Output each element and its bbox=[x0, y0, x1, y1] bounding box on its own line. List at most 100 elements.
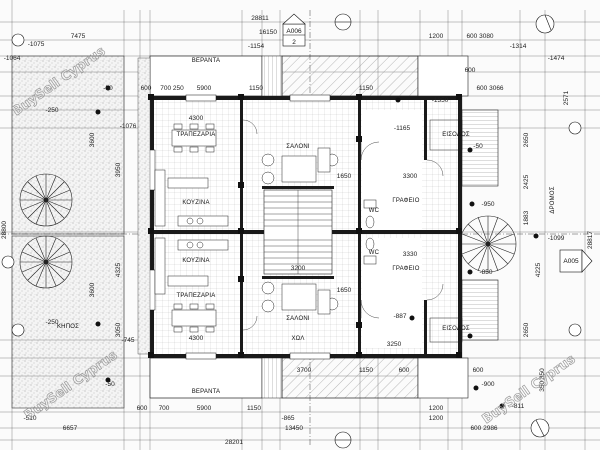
level-a: -50 bbox=[103, 85, 113, 92]
level-p: -510 bbox=[23, 415, 36, 422]
room-label-kouzina-top: ΚΟΥΖΙΝΑ bbox=[182, 200, 209, 206]
dim-bottom-f: 1150 bbox=[359, 367, 373, 374]
level-markers bbox=[95, 85, 539, 409]
room-label-eisodos-bottom: ΕΙΣΟΔΟΣ bbox=[442, 326, 470, 332]
room-width-4: 3300 bbox=[403, 173, 418, 180]
room-label-grafeio-bottom: ΓΡΑΦΕΙΟ bbox=[392, 266, 419, 272]
section-tag-right bbox=[559, 249, 593, 273]
side-right-3: 1883 bbox=[523, 210, 530, 225]
dim-top-right-b: 600 3080 bbox=[466, 33, 493, 40]
room-height-1: 1650 bbox=[337, 173, 352, 180]
kitchen-counter-top bbox=[154, 169, 229, 227]
dim-top-offset: -1154 bbox=[248, 43, 265, 50]
room-label-wc-top: WC bbox=[369, 208, 380, 214]
room-label-saloni-bottom: ΣΑΛΟΝΙ bbox=[286, 316, 310, 322]
level-o: -811 bbox=[512, 403, 525, 410]
left-planters bbox=[137, 57, 151, 355]
dim-left-edge: -1064 bbox=[4, 55, 21, 62]
kitchen-counter-bottom bbox=[154, 237, 229, 295]
side-left-1: 3600 bbox=[89, 132, 96, 147]
level-l: -745 bbox=[121, 337, 134, 344]
room-label-veranta-bottom: ΒΕΡΑΝΤΑ bbox=[192, 389, 221, 395]
dim-row2-e: 1150 bbox=[359, 85, 373, 92]
bottom-terrace bbox=[149, 357, 469, 399]
wc-fixtures bbox=[363, 199, 377, 265]
room-label-dromos: ΔΡΟΜΟΣ bbox=[550, 186, 556, 213]
watermark-bottom-right: BuySell Cyprus bbox=[480, 352, 579, 428]
side-left-3: 3600 bbox=[89, 282, 96, 297]
room-label-saloni-top: ΣΑΛΟΝΙ bbox=[286, 144, 310, 150]
room-width-3: 3200 bbox=[291, 265, 306, 272]
section-tag-top-number: 2 bbox=[292, 39, 296, 46]
level-g: -950 bbox=[481, 201, 494, 208]
level-i: -887 bbox=[393, 313, 406, 320]
dim-bottom-e: 3700 bbox=[297, 367, 312, 374]
dim-overall-bottom: 28201 bbox=[225, 439, 243, 446]
dim-bottom-c: 5900 bbox=[197, 405, 212, 412]
tree-symbol-right bbox=[459, 215, 517, 273]
top-terrace bbox=[149, 55, 469, 97]
level-f: -1350 bbox=[432, 97, 449, 104]
room-label-eisodos-top: ΕΙΣΟΔΟΣ bbox=[442, 132, 470, 138]
side-right-total: 28817 bbox=[587, 231, 594, 249]
dim-bottom-a: 600 bbox=[137, 405, 148, 412]
tree-symbol-bottom bbox=[19, 235, 73, 289]
dim-bottom-d: 1150 bbox=[247, 405, 261, 412]
dim-bottom-h: 600 bbox=[473, 367, 484, 374]
side-right-2: 2425 bbox=[523, 174, 530, 189]
side-left-2: 3950 bbox=[115, 162, 122, 177]
dim-top-mid: 16150 bbox=[259, 29, 277, 36]
dim-row2-a: 600 bbox=[141, 85, 152, 92]
columns bbox=[148, 94, 462, 358]
dim-right-offset: -1314 bbox=[510, 43, 527, 50]
room-label-kouzina-bottom: ΚΟΥΖΙΝΑ bbox=[182, 258, 209, 264]
dim-bottom-left: 6657 bbox=[63, 425, 78, 432]
room-width-2: 4300 bbox=[189, 335, 204, 342]
dim-row2-b: 700 250 bbox=[160, 85, 184, 92]
living-furniture-bottom bbox=[261, 281, 339, 315]
left-garden bbox=[11, 55, 125, 409]
staircase bbox=[263, 189, 333, 275]
room-label-kipos-bottom: ΚΗΠΟΣ bbox=[57, 324, 79, 330]
right-decks bbox=[429, 109, 499, 343]
level-e: -1165 bbox=[394, 125, 411, 132]
room-label-hall: ΧΩΛ bbox=[291, 336, 304, 342]
level-n: -900 bbox=[481, 381, 494, 388]
dining-table-top bbox=[171, 123, 217, 153]
elevation-markers bbox=[1, 13, 582, 449]
section-tag-top bbox=[282, 13, 306, 47]
room-width-6: 3250 bbox=[387, 341, 402, 348]
dim-left-offset: -1075 bbox=[28, 41, 45, 48]
room-height-2: 1650 bbox=[337, 287, 352, 294]
dim-row2-f: 600 bbox=[465, 67, 476, 74]
level-q: -865 bbox=[281, 415, 294, 422]
dim-right-edge: -1474 bbox=[548, 55, 565, 62]
room-label-grafeio-top: ΓΡΑΦΕΙΟ bbox=[392, 198, 419, 204]
room-label-trapezaria-top: ΤΡΑΠΕΖΑΡΙΑ bbox=[177, 132, 216, 138]
level-h: -850 bbox=[479, 269, 492, 276]
dining-table-bottom bbox=[171, 303, 217, 333]
level-d: -1076 bbox=[120, 123, 137, 130]
room-width-1: 4300 bbox=[189, 115, 204, 122]
tree-symbol-top bbox=[19, 173, 73, 227]
side-right-1: 2650 bbox=[523, 132, 530, 147]
room-label-wc-bottom: WC bbox=[369, 250, 380, 256]
dim-row2-g: 600 3066 bbox=[476, 85, 503, 92]
living-furniture-top bbox=[261, 147, 339, 185]
side-right-7: 350 350 bbox=[539, 368, 546, 392]
section-tag-right-letter: A005 bbox=[563, 258, 579, 265]
dim-bottom-mid: 13450 bbox=[285, 425, 303, 432]
level-m: -50 bbox=[473, 143, 483, 150]
side-right-6: 2571 bbox=[563, 90, 570, 105]
dim-bottom-b: 700 bbox=[159, 405, 170, 412]
side-left-5: 3050 bbox=[115, 322, 122, 337]
room-label-trapezaria-bottom: ΤΡΑΠΕΖΑΡΙΑ bbox=[177, 293, 216, 299]
level-k: -250 bbox=[45, 319, 58, 326]
level-c: -250 bbox=[45, 107, 58, 114]
dim-overall-top: 28811 bbox=[251, 15, 269, 22]
dim-bottom-r2: 1200 bbox=[429, 415, 444, 422]
side-right-5: 2650 bbox=[523, 322, 530, 337]
dim-row2-d: 1150 bbox=[249, 85, 263, 92]
section-tag-top-letter: A006 bbox=[286, 28, 302, 35]
